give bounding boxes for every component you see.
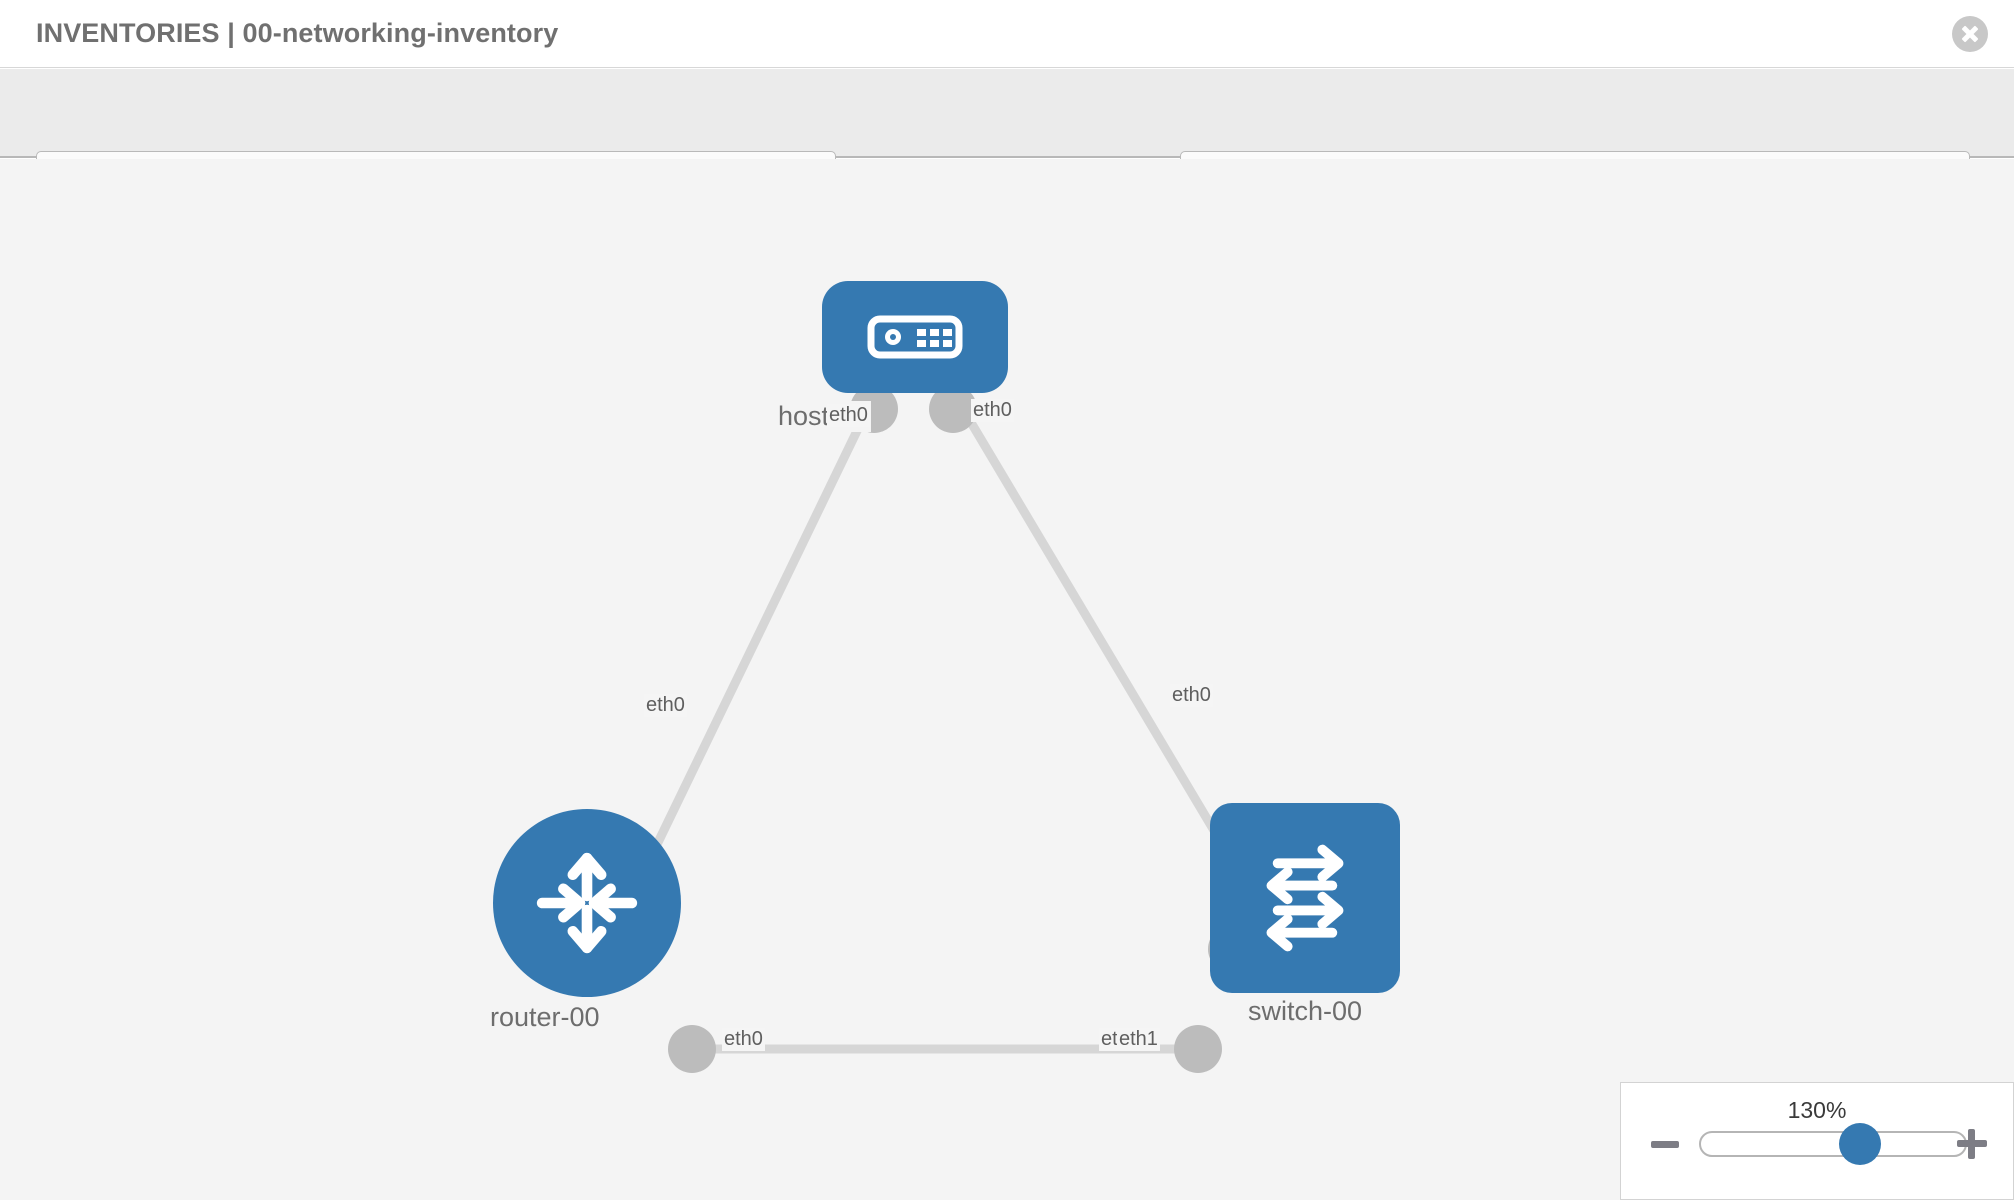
port-router-eth0[interactable] (668, 1025, 716, 1073)
edge-label-switch-eth1: eth1 (1117, 1028, 1160, 1051)
edge-label-host-eth0-right: eth0 (971, 399, 1014, 422)
edge-host-router (645, 402, 875, 861)
toolbar: ACTIONS SEARCH (0, 69, 2014, 202)
node-router-00-shape[interactable] (493, 809, 681, 997)
switch-icon (1266, 844, 1344, 952)
zoom-level-value: 130% (1787, 1097, 1847, 1123)
node-router-00-label: router-00 (487, 1002, 603, 1033)
router-icon (536, 852, 638, 954)
edge-label-host-eth0-left: eth0 (827, 404, 870, 427)
node-host-00-shape[interactable] (822, 281, 1008, 393)
topology-canvas[interactable]: host-00 router-00 (0, 159, 2014, 1200)
zoom-out-button[interactable] (1651, 1141, 1679, 1148)
edge-label-switch-eth0-up: eth0 (1170, 684, 1213, 707)
node-router-00[interactable]: router-00 (487, 809, 681, 1033)
edge-label-router-eth0: eth0 (722, 1028, 765, 1051)
node-switch-00[interactable]: switch-00 (1210, 803, 1400, 1027)
window-header: INVENTORIES | 00-networking-inventory (0, 0, 2014, 68)
edge-host-switch (956, 401, 1229, 852)
node-switch-00-label: switch-00 (1245, 996, 1366, 1027)
close-icon[interactable] (1952, 16, 1988, 52)
server-icon (867, 315, 963, 359)
node-switch-00-shape[interactable] (1210, 803, 1400, 993)
page-title: INVENTORIES | 00-networking-inventory (36, 18, 559, 48)
zoom-control-panel: 130% (1620, 1082, 2014, 1200)
edge-label-router-eth0-up: eth0 (644, 694, 687, 717)
port-switch-eth1[interactable] (1174, 1025, 1222, 1073)
node-host-00[interactable]: host-00 (775, 281, 1008, 432)
zoom-slider-thumb[interactable] (1839, 1123, 1882, 1165)
zoom-in-button[interactable] (1957, 1129, 1987, 1159)
port-host-eth0-right[interactable] (929, 385, 977, 433)
zoom-slider-track[interactable] (1699, 1131, 1967, 1157)
